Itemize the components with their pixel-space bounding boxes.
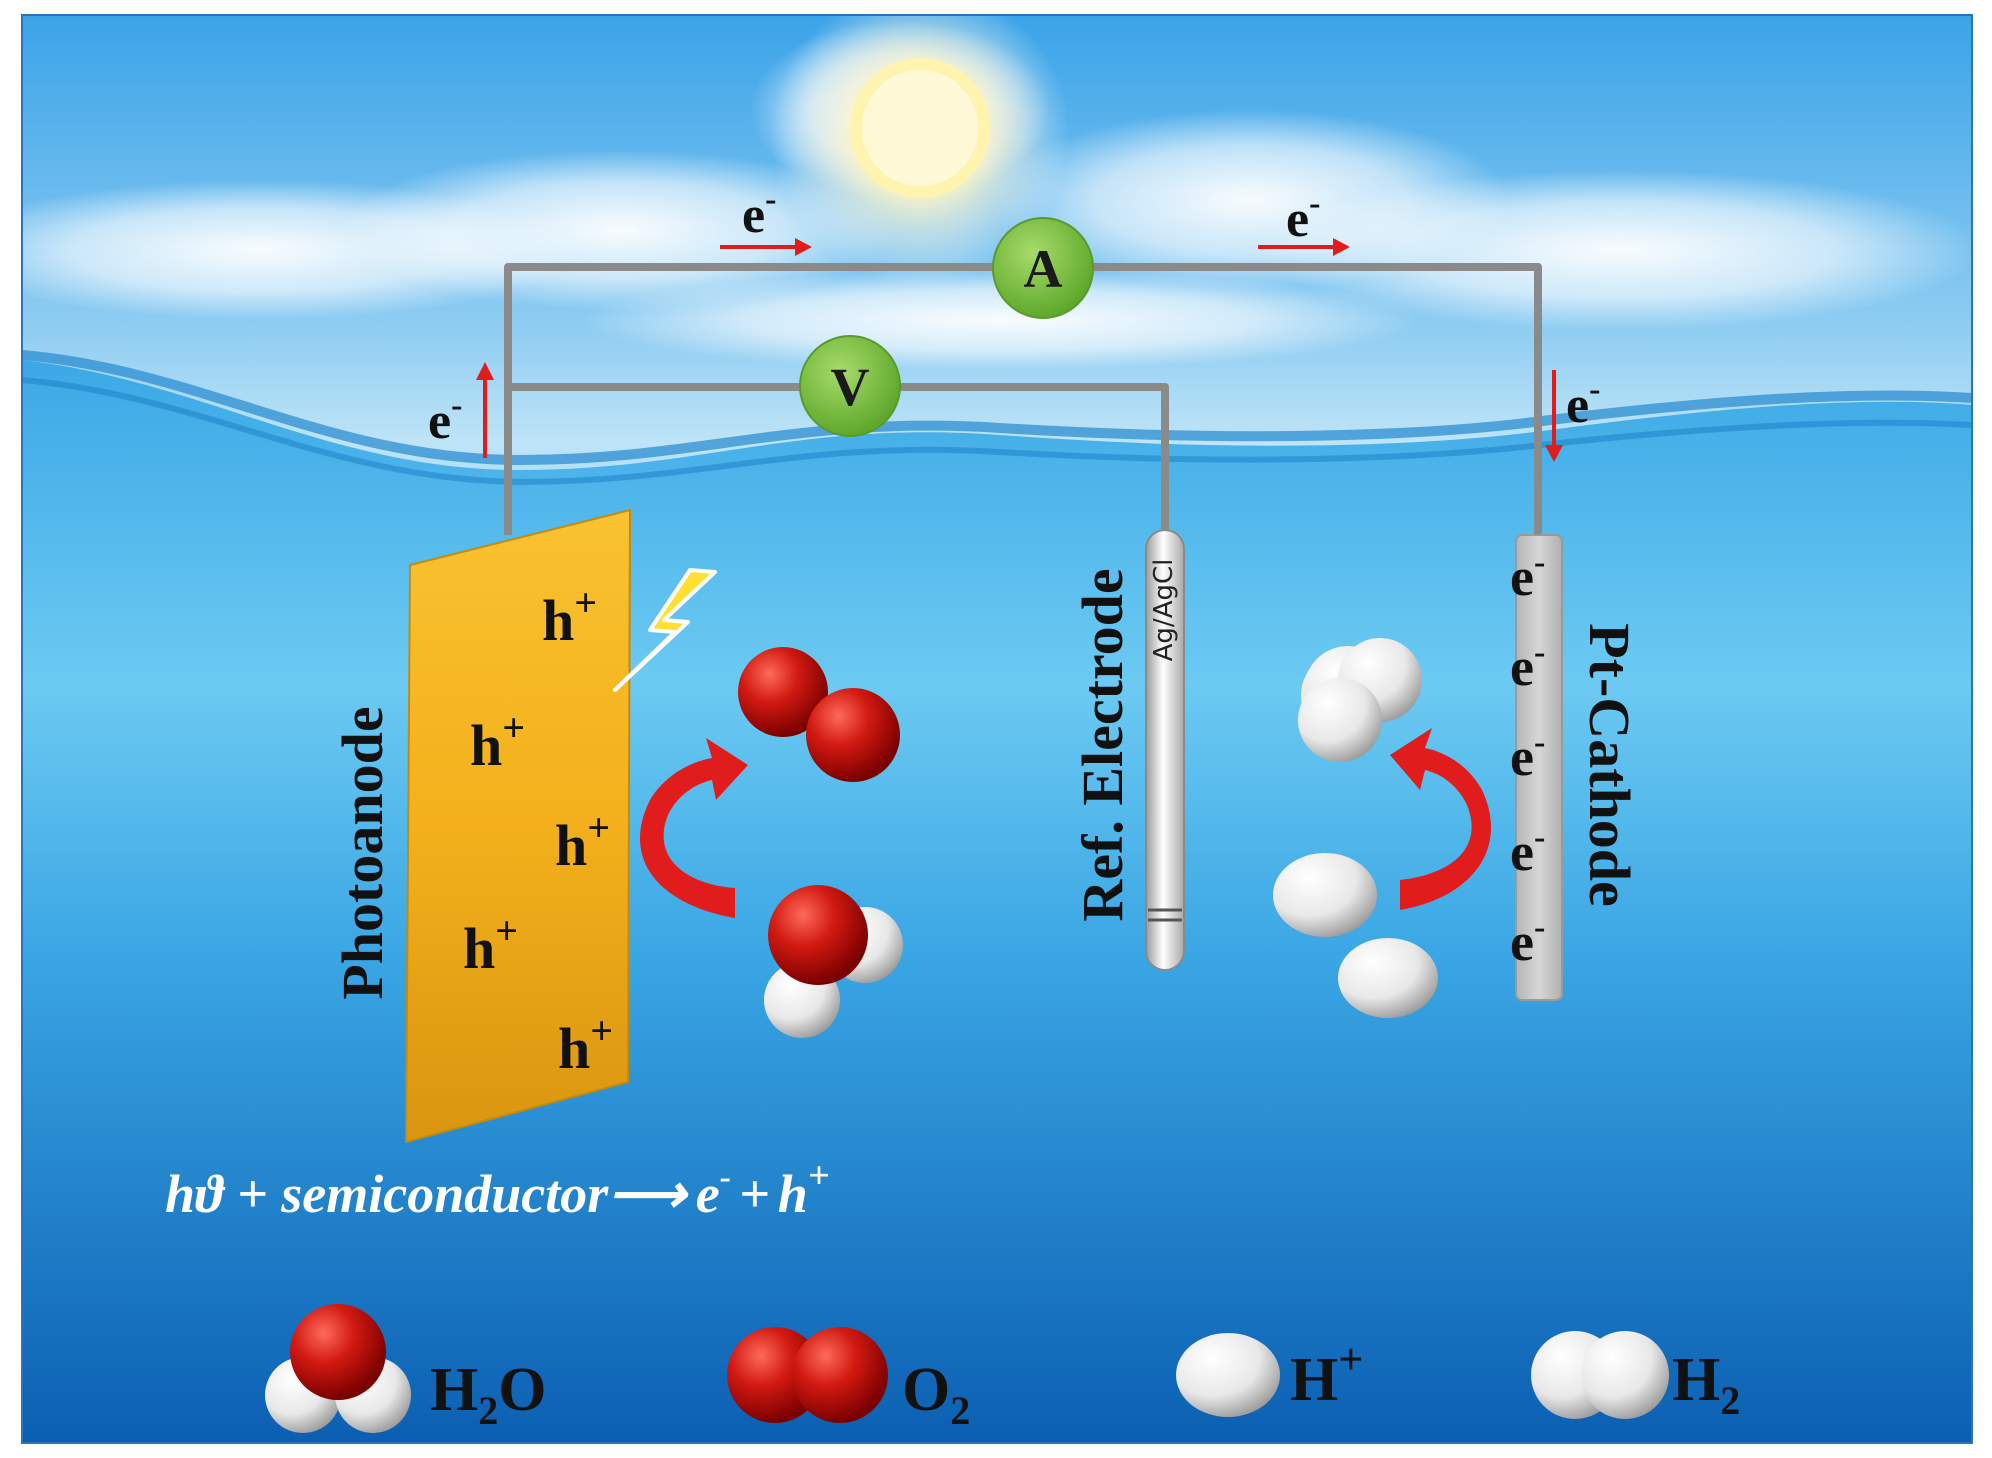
- pt-cathode: [1515, 534, 1563, 1001]
- holes: h+ h+ h+ h+ h+: [463, 580, 613, 1081]
- svg-text:e-: e-: [1510, 634, 1545, 697]
- h2-molecule-shape: [1298, 638, 1422, 762]
- svg-text:e-: e-: [1510, 819, 1545, 882]
- svg-text:e-: e-: [1510, 909, 1545, 972]
- wave-line: [21, 350, 1973, 466]
- ammeter-label: A: [1024, 239, 1063, 299]
- legend-h2-icon: [1531, 1331, 1669, 1419]
- cathode-electrons: e- e- e- e- e-: [1510, 544, 1545, 972]
- svg-text:h+: h+: [463, 908, 518, 981]
- legend-h2-label: H2: [1672, 1346, 1740, 1423]
- legend-h2o-label: H2O: [430, 1356, 546, 1433]
- frame: [21, 14, 1973, 1444]
- legend-o2-icon: [727, 1327, 888, 1423]
- hplus-ions: [1273, 853, 1438, 1018]
- reaction-arrow-anode: [639, 738, 748, 918]
- equation: hϑ + semiconductor⟶e-+h+: [165, 1155, 830, 1224]
- svg-text:h+: h+: [470, 705, 525, 778]
- legend-o2-label: O2: [902, 1356, 970, 1433]
- electron-label-left: e-: [428, 387, 462, 450]
- ammeter: A: [992, 217, 1094, 319]
- electron-label-top-left: e-: [742, 181, 776, 244]
- svg-text:e-: e-: [1510, 724, 1545, 787]
- reference-electrode-label: Ref. Electrode: [1070, 568, 1135, 921]
- reference-electrode: Ag/AgCl: [1145, 529, 1185, 971]
- svg-text:h+: h+: [542, 580, 597, 653]
- lightning-icon: [613, 568, 717, 692]
- svg-text:h+: h+: [558, 1008, 613, 1081]
- legend: H2O O2 H+ H2: [265, 1304, 1740, 1433]
- electron-flow-arrows: [476, 238, 1563, 462]
- electron-label-right: e-: [1566, 371, 1600, 434]
- voltmeter-label: V: [831, 357, 870, 417]
- cathode-label: Pt-Cathode: [1577, 623, 1642, 907]
- electron-label-top-right: e-: [1286, 185, 1320, 248]
- svg-text:e-: e-: [1510, 544, 1545, 607]
- water-body: [22, 360, 1972, 1443]
- o2-molecule: [738, 647, 900, 782]
- reference-type-label: Ag/AgCl: [1149, 559, 1179, 662]
- svg-text:h+: h+: [555, 805, 610, 878]
- sun-icon: [770, 0, 1070, 285]
- photoanode-label: Photoanode: [330, 706, 395, 999]
- reaction-arrow-cathode: [1390, 728, 1492, 910]
- voltmeter: V: [799, 335, 901, 437]
- photoanode-plate: [404, 508, 632, 1144]
- legend-hplus-icon: [1176, 1333, 1280, 1417]
- legend-h2o-icon: [265, 1304, 411, 1433]
- legend-hplus-label: H+: [1290, 1335, 1363, 1414]
- h2o-molecule: [764, 885, 903, 1038]
